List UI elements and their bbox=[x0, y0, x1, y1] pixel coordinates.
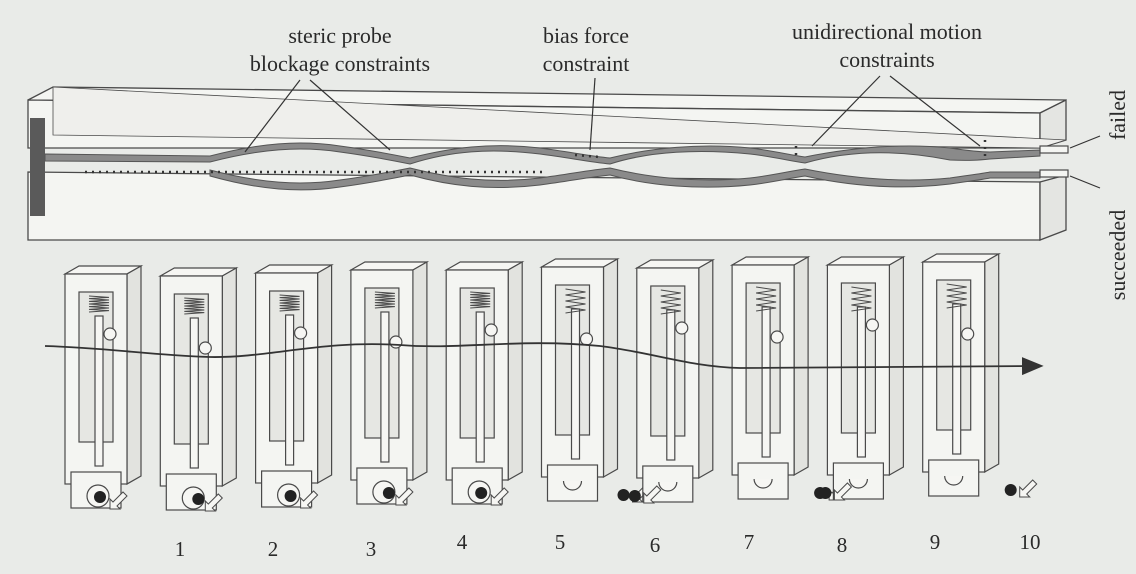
block-right-face-lower bbox=[1040, 175, 1066, 240]
steric-label-line1: steric probe bbox=[288, 23, 391, 48]
step-label-7: 7 bbox=[744, 530, 755, 554]
channel-end-block bbox=[30, 118, 45, 216]
step-label-4: 4 bbox=[457, 530, 468, 554]
step-label-9: 9 bbox=[930, 530, 941, 554]
probe-unit-4 bbox=[351, 262, 427, 505]
bias-label-line1: bias force bbox=[543, 23, 629, 48]
probe-unit-10 bbox=[923, 254, 1037, 497]
step-label-1: 1 bbox=[175, 537, 186, 561]
probe-units bbox=[65, 254, 1037, 511]
probe-unit-6 bbox=[542, 259, 650, 502]
bias-label-line2: constraint bbox=[543, 51, 630, 76]
channel-exits bbox=[1040, 146, 1068, 177]
step-label-3: 3 bbox=[366, 537, 377, 561]
probe-unit-3 bbox=[256, 265, 332, 508]
uni-label-line1: unidirectional motion bbox=[792, 19, 982, 44]
probe-unit-7 bbox=[629, 260, 713, 503]
succeeded-label: succeeded bbox=[1105, 210, 1130, 300]
probe-unit-2 bbox=[160, 268, 236, 511]
probe-unit-9 bbox=[819, 257, 903, 500]
step-labels: 1 2 3 4 5 6 7 8 9 10 bbox=[175, 530, 1041, 561]
steric-label-line2: blockage constraints bbox=[250, 51, 430, 76]
step-label-8: 8 bbox=[837, 533, 848, 557]
step-label-10: 10 bbox=[1020, 530, 1041, 554]
probe-unit-1 bbox=[65, 266, 141, 509]
step-label-6: 6 bbox=[650, 533, 661, 557]
channel-block bbox=[28, 87, 1066, 240]
uni-label-line2: constraints bbox=[839, 47, 934, 72]
step-label-5: 5 bbox=[555, 530, 566, 554]
probe-unit-5 bbox=[446, 262, 522, 505]
step-label-2: 2 bbox=[268, 537, 279, 561]
failed-label: failed bbox=[1105, 90, 1130, 140]
